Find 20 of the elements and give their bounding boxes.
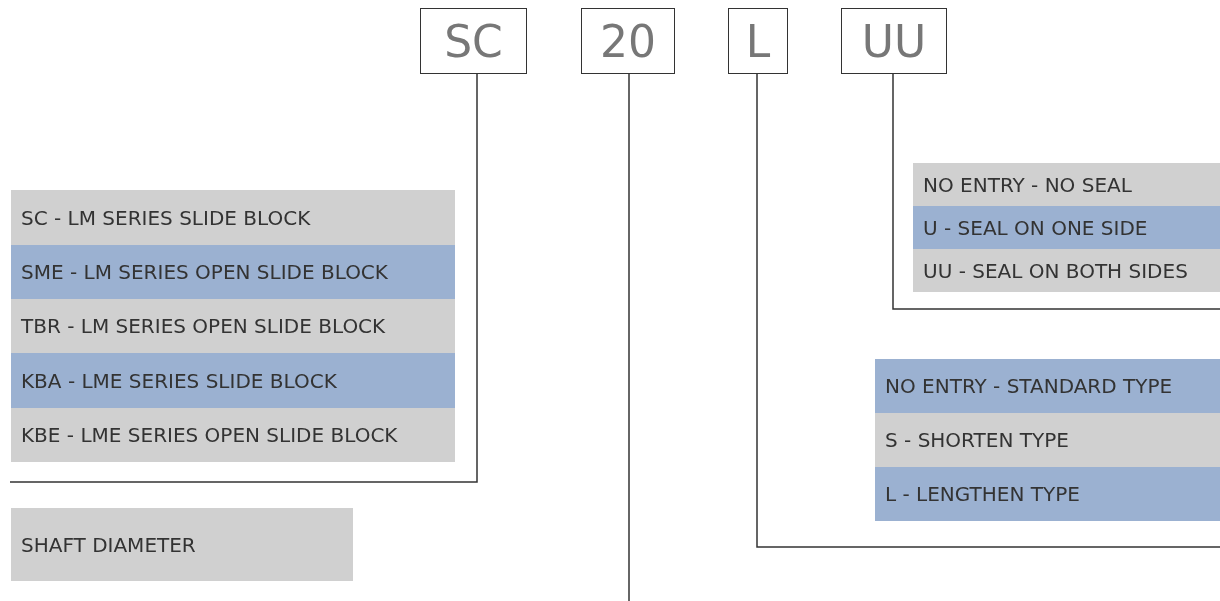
- leader-line: [756, 73, 1220, 548]
- option-band: KBE - LME SERIES OPEN SLIDE BLOCK: [11, 408, 455, 462]
- option-band: U - SEAL ON ONE SIDE: [913, 206, 1220, 249]
- option-band: NO ENTRY - STANDARD TYPE: [875, 359, 1220, 413]
- leader-line: [892, 73, 1220, 310]
- option-band: SME - LM SERIES OPEN SLIDE BLOCK: [11, 245, 455, 299]
- option-band: S - SHORTEN TYPE: [875, 413, 1220, 467]
- code-box: 20: [581, 8, 675, 74]
- leader-line: [9, 73, 478, 483]
- code-box: L: [728, 8, 788, 74]
- option-band: SC - LM SERIES SLIDE BLOCK: [11, 190, 455, 245]
- leader-line: [628, 73, 630, 601]
- code-box: UU: [841, 8, 947, 74]
- code-box: SC: [420, 8, 527, 74]
- option-band: SHAFT DIAMETER: [11, 508, 353, 581]
- option-band: KBA - LME SERIES SLIDE BLOCK: [11, 353, 455, 408]
- option-band: NO ENTRY - NO SEAL: [913, 163, 1220, 206]
- option-band: L - LENGTHEN TYPE: [875, 467, 1220, 521]
- option-band: TBR - LM SERIES OPEN SLIDE BLOCK: [11, 299, 455, 353]
- option-band: UU - SEAL ON BOTH SIDES: [913, 249, 1220, 292]
